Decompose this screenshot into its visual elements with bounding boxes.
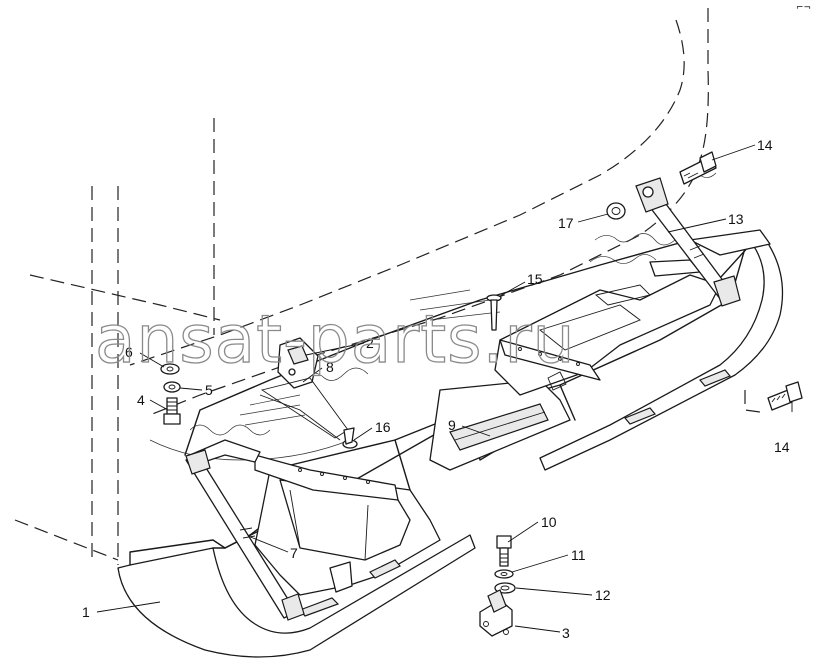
washer-6	[160, 363, 180, 375]
rail-holes-right	[518, 347, 580, 366]
hinge-bracket-3	[479, 589, 513, 637]
callout-6: 6	[125, 344, 133, 360]
leader-lines	[96, 144, 793, 633]
callout-8: 8	[326, 359, 334, 375]
callout-17: 17	[558, 215, 574, 231]
watermark: ansat-parts.ru	[95, 301, 575, 378]
callout-12: 12	[595, 587, 611, 603]
callout-1: 1	[82, 604, 90, 620]
bumper-panel	[117, 229, 784, 658]
callout-14-top: 14	[757, 137, 773, 153]
callout-9: 9	[448, 417, 456, 433]
corner-mark: ⌐¬	[796, 3, 811, 13]
callout-7: 7	[290, 545, 298, 561]
bolt-10	[496, 535, 512, 567]
rail-holes-left	[298, 468, 370, 484]
bolt-14-bottom	[767, 381, 803, 411]
lock-washer-5	[163, 381, 181, 393]
callout-10: 10	[541, 514, 557, 530]
bolt-4	[163, 397, 181, 425]
callout-16: 16	[375, 419, 391, 435]
callout-3: 3	[562, 625, 570, 641]
callout-15: 15	[527, 271, 543, 287]
callout-4: 4	[137, 392, 145, 408]
callout-14-bottom: 14	[774, 439, 790, 455]
callout-11: 11	[571, 547, 586, 563]
support-strut-7	[185, 449, 305, 621]
washer-11	[494, 569, 514, 579]
cab-outline	[14, 8, 761, 565]
callout-5: 5	[205, 382, 213, 398]
bolt-14-top	[679, 151, 717, 185]
support-strut-13	[635, 177, 741, 307]
screw-16	[342, 427, 358, 449]
nut-17	[606, 202, 626, 220]
callout-2: 2	[366, 335, 374, 351]
callout-13: 13	[728, 211, 744, 227]
mounting-bracket	[259, 337, 349, 441]
callout-labels: 1 2 3 4 5 6 7 8 9 10 11 12 13 14 14 15 1…	[82, 137, 790, 641]
screw-15	[486, 294, 502, 331]
